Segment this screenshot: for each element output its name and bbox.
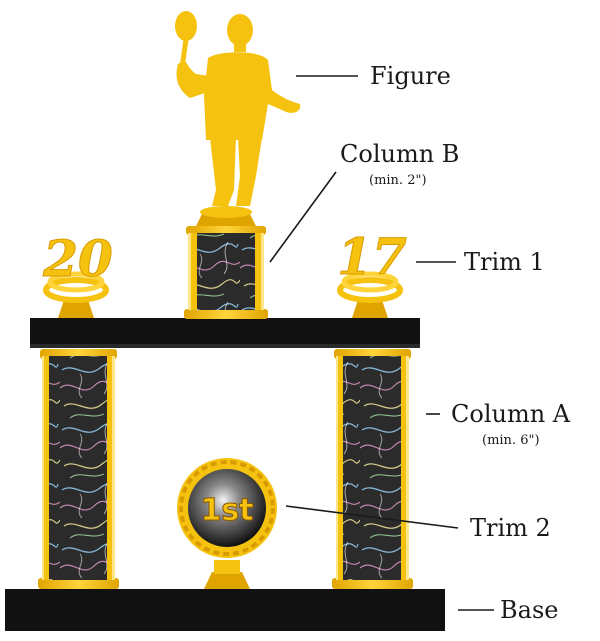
trim1-right: 17 bbox=[337, 227, 407, 318]
label-figure: Figure bbox=[370, 62, 451, 90]
column-b bbox=[184, 226, 268, 319]
trim1-left-text: 20 bbox=[42, 229, 113, 288]
figure-statue bbox=[175, 11, 301, 226]
label-base: Base bbox=[500, 596, 558, 624]
leader-trim2 bbox=[285, 505, 459, 529]
trim2-medal: 1st bbox=[177, 458, 277, 589]
label-column-b: Column B bbox=[340, 140, 459, 168]
trim1-left: 20 bbox=[42, 229, 113, 318]
column-a-right bbox=[332, 349, 413, 589]
label-trim2: Trim 2 bbox=[470, 514, 551, 542]
trim2-text: 1st bbox=[200, 493, 253, 528]
label-trim1: Trim 1 bbox=[464, 248, 545, 276]
base-block bbox=[5, 589, 445, 631]
top-platform bbox=[30, 318, 420, 348]
label-column-a-note: (min. 6") bbox=[482, 433, 540, 448]
label-column-b-note: (min. 2") bbox=[369, 173, 427, 188]
label-column-a: Column A bbox=[451, 400, 571, 428]
leader-column-b bbox=[269, 171, 337, 263]
column-a-left bbox=[38, 349, 119, 589]
trim1-right-text: 17 bbox=[337, 227, 407, 286]
